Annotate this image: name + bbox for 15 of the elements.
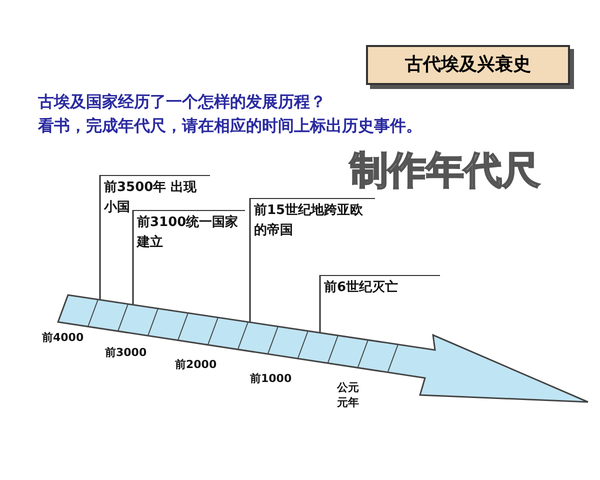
tick-label: 公元元年 [336, 380, 360, 410]
leader-line [319, 275, 321, 333]
event-label: 前15世纪地跨亚欧的帝国 [250, 198, 375, 243]
leader-line [249, 198, 251, 322]
tick-label: 前1000 [250, 371, 292, 386]
event-label: 前6世纪灭亡 [320, 275, 440, 300]
tick-label: 前3000 [105, 345, 147, 360]
leader-line [132, 210, 134, 305]
question-text: 古埃及国家经历了一个怎样的发展历程？ [38, 92, 326, 113]
leader-line [99, 175, 101, 300]
heading-text: 制作年代尺 [350, 147, 540, 194]
tick-label: 前2000 [175, 357, 217, 372]
tick-label: 前4000 [42, 330, 84, 345]
instruction-text: 看书，完成年代尺，请在相应的时间上标出历史事件。 [38, 116, 422, 137]
event-label: 前3100统一国家建立 [133, 210, 245, 255]
